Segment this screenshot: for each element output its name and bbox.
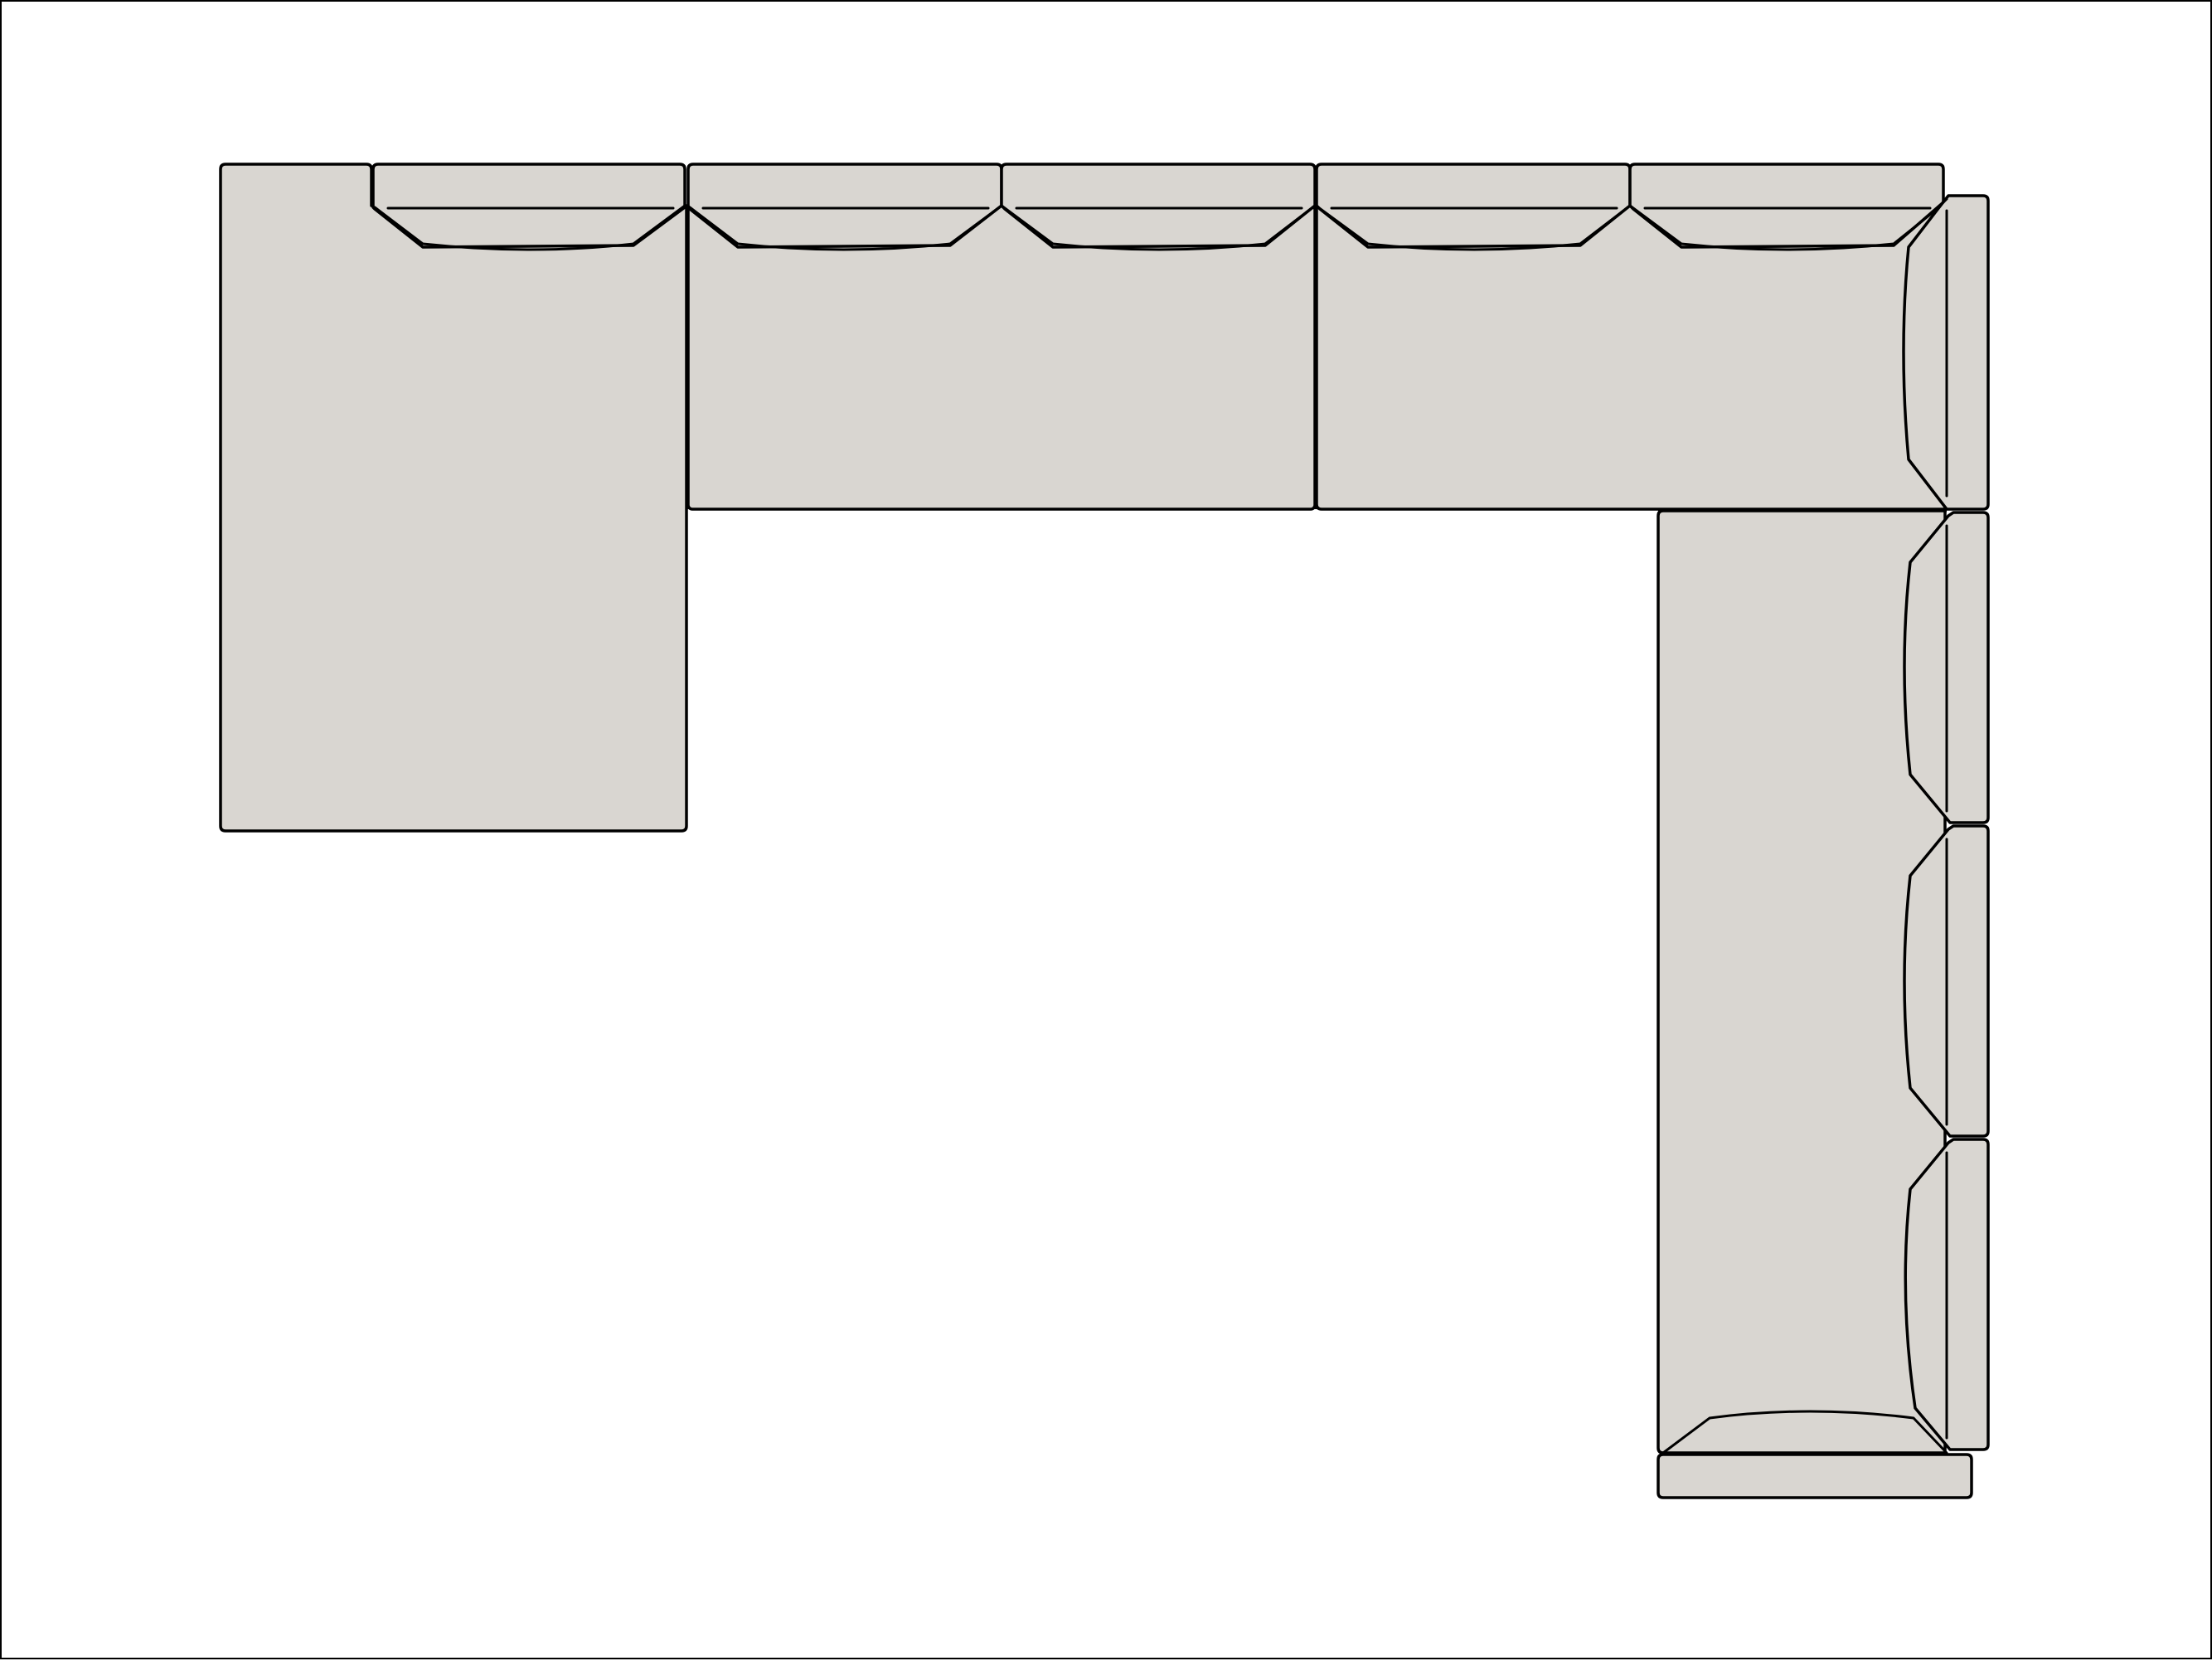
section-a-seat-edge-1 — [688, 204, 1003, 251]
section-b-seat-edge-1 — [1317, 204, 1632, 251]
section-b-back-cushion-1 — [1315, 163, 1632, 249]
section-a-back-cushion-2 — [1000, 163, 1317, 249]
bottom-arm — [1657, 1453, 1973, 1499]
section-b-body — [1315, 204, 1947, 511]
armless-section-a — [686, 163, 1317, 511]
corner-diagonal — [1940, 197, 1948, 206]
section-a-seat-edge-2 — [1000, 204, 1317, 251]
section-b-corner — [1315, 163, 1990, 511]
section-b-seat-edge-2 — [1628, 202, 1945, 251]
bottom-arm-seat-edge — [1661, 1410, 1948, 1455]
right-run-section — [1657, 509, 1990, 1499]
section-a-body — [686, 204, 1317, 511]
section-b-back-cushion-2 — [1628, 163, 1945, 249]
chaise-seat-edge — [373, 204, 686, 251]
section-a-back-cushion-1 — [686, 163, 1003, 249]
right-run-body — [1657, 509, 1947, 1455]
chaise-section — [219, 163, 688, 833]
chaise-back-cushion — [371, 163, 686, 249]
chaise-body — [219, 163, 688, 833]
